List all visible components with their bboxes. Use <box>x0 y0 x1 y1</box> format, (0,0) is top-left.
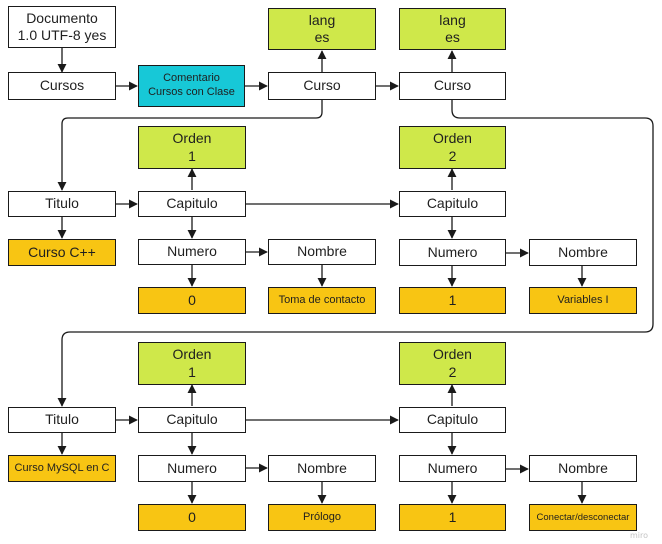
node-r1-orden-2[interactable]: Orden 2 <box>399 126 506 169</box>
node-r2-titulo-value[interactable]: Curso MySQL en C <box>8 455 116 482</box>
node-r1-nombre-1-value[interactable]: Toma de contacto <box>268 287 376 314</box>
node-r2-capitulo-1[interactable]: Capitulo <box>138 407 246 433</box>
node-r2-numero-2[interactable]: Numero <box>399 455 506 482</box>
node-r2-capitulo-2[interactable]: Capitulo <box>399 407 506 433</box>
node-comentario[interactable]: Comentario Cursos con Clase <box>138 65 245 107</box>
node-r2-nombre-1-value[interactable]: Prólogo <box>268 504 376 531</box>
edge-curso2-titulo2 <box>57 100 654 407</box>
miro-watermark: miro <box>629 531 648 540</box>
node-documento[interactable]: Documento 1.0 UTF-8 yes <box>8 6 116 48</box>
node-r2-orden-1[interactable]: Orden 1 <box>138 342 246 385</box>
node-curso-1[interactable]: Curso <box>268 72 376 100</box>
node-r1-titulo[interactable]: Titulo <box>8 191 116 217</box>
node-r2-titulo[interactable]: Titulo <box>8 407 116 433</box>
node-r1-numero-1[interactable]: Numero <box>138 239 246 265</box>
node-r2-orden-2[interactable]: Orden 2 <box>399 342 506 385</box>
node-r2-numero-1[interactable]: Numero <box>138 455 246 482</box>
node-r2-nombre-2-value[interactable]: Conectar/desconectar <box>529 504 637 531</box>
node-r2-nombre-2[interactable]: Nombre <box>529 455 637 482</box>
node-curso-2[interactable]: Curso <box>399 72 506 100</box>
node-r1-numero-2[interactable]: Numero <box>399 239 506 266</box>
node-r2-numero-1-value[interactable]: 0 <box>138 504 246 531</box>
node-r1-titulo-value[interactable]: Curso C++ <box>8 239 116 266</box>
node-r1-capitulo-1[interactable]: Capitulo <box>138 191 246 217</box>
node-lang-1[interactable]: lang es <box>268 8 376 50</box>
node-r1-nombre-2[interactable]: Nombre <box>529 239 637 266</box>
node-r1-numero-2-value[interactable]: 1 <box>399 287 506 314</box>
node-r1-nombre-2-value[interactable]: Variables I <box>529 287 637 314</box>
node-lang-2[interactable]: lang es <box>399 8 506 50</box>
node-r1-nombre-1[interactable]: Nombre <box>268 239 376 265</box>
node-cursos[interactable]: Cursos <box>8 72 116 100</box>
edge-curso1-titulo1 <box>57 100 323 191</box>
node-r1-numero-1-value[interactable]: 0 <box>138 287 246 314</box>
node-r2-numero-2-value[interactable]: 1 <box>399 504 506 531</box>
node-r2-nombre-1[interactable]: Nombre <box>268 455 376 482</box>
node-r1-orden-1[interactable]: Orden 1 <box>138 126 246 169</box>
node-r1-capitulo-2[interactable]: Capitulo <box>399 191 506 217</box>
